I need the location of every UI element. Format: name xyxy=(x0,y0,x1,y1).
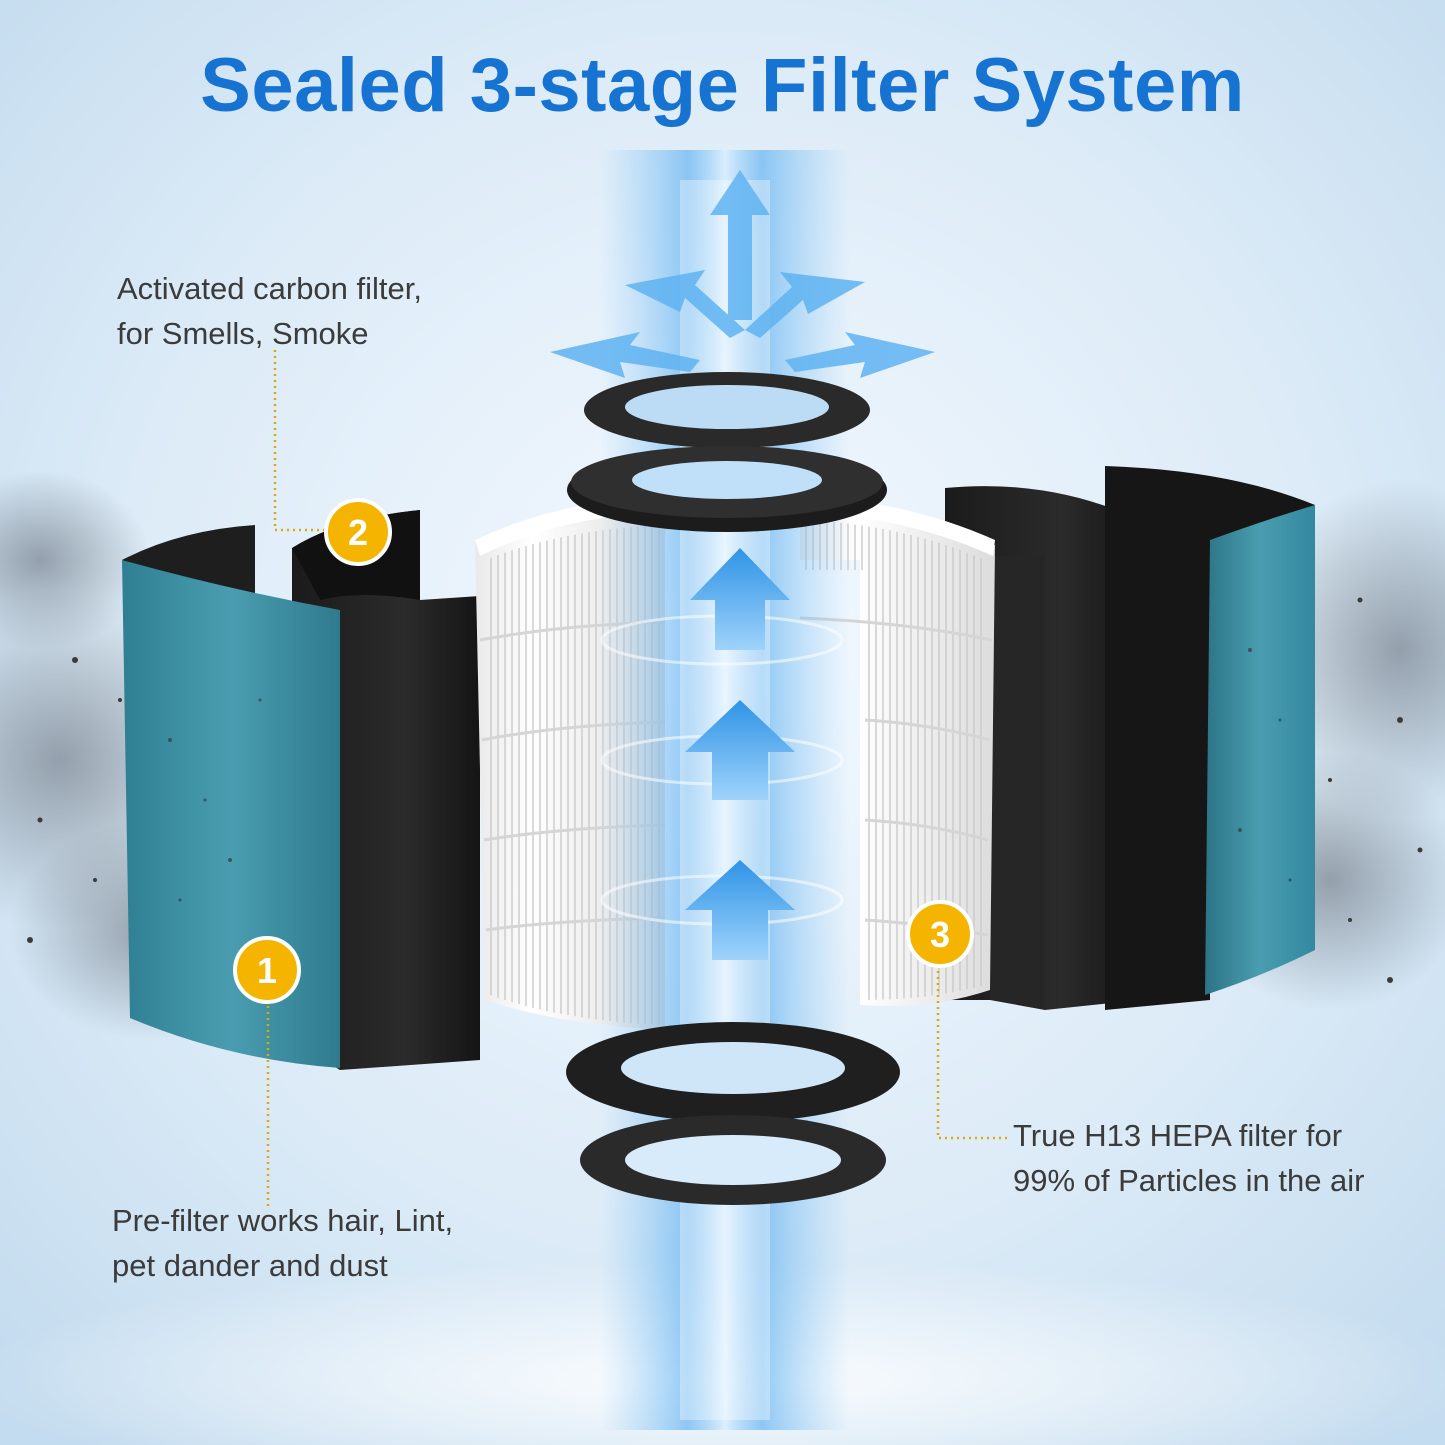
badge-number-2: 2 xyxy=(348,512,368,553)
number-badge-icon-3: 3 xyxy=(908,902,972,966)
pre-filter-right xyxy=(1105,466,1315,1010)
callout-hepa-line-1: True H13 HEPA filter for xyxy=(1013,1113,1365,1158)
top-gasket-ring-lower xyxy=(567,446,887,532)
number-badge-icon-1: 1 xyxy=(235,938,299,1002)
pre-filter-left xyxy=(122,525,340,1068)
page-title: Sealed 3-stage Filter System xyxy=(0,42,1445,129)
callout-hepa-line-2: 99% of Particles in the air xyxy=(1013,1158,1365,1203)
callout-prefilter-line-1: Pre-filter works hair, Lint, xyxy=(112,1198,453,1243)
callout-carbon-filter: Activated carbon filter, for Smells, Smo… xyxy=(117,266,422,356)
callout-prefilter-line-2: pet dander and dust xyxy=(112,1243,453,1288)
callout-hepa-filter: True H13 HEPA filter for 99% of Particle… xyxy=(1013,1113,1365,1203)
callout-carbon-line-2: for Smells, Smoke xyxy=(117,311,422,356)
bottom-gasket-ring-lower xyxy=(580,1115,886,1205)
badge-number-1: 1 xyxy=(257,950,277,991)
callout-pre-filter: Pre-filter works hair, Lint, pet dander … xyxy=(112,1198,453,1288)
badge-number-3: 3 xyxy=(930,914,950,955)
bottom-gasket-ring-upper xyxy=(566,1022,900,1122)
number-badge-icon-2: 2 xyxy=(326,500,390,564)
callout-carbon-line-1: Activated carbon filter, xyxy=(117,266,422,311)
top-gasket-ring-upper xyxy=(584,372,870,448)
